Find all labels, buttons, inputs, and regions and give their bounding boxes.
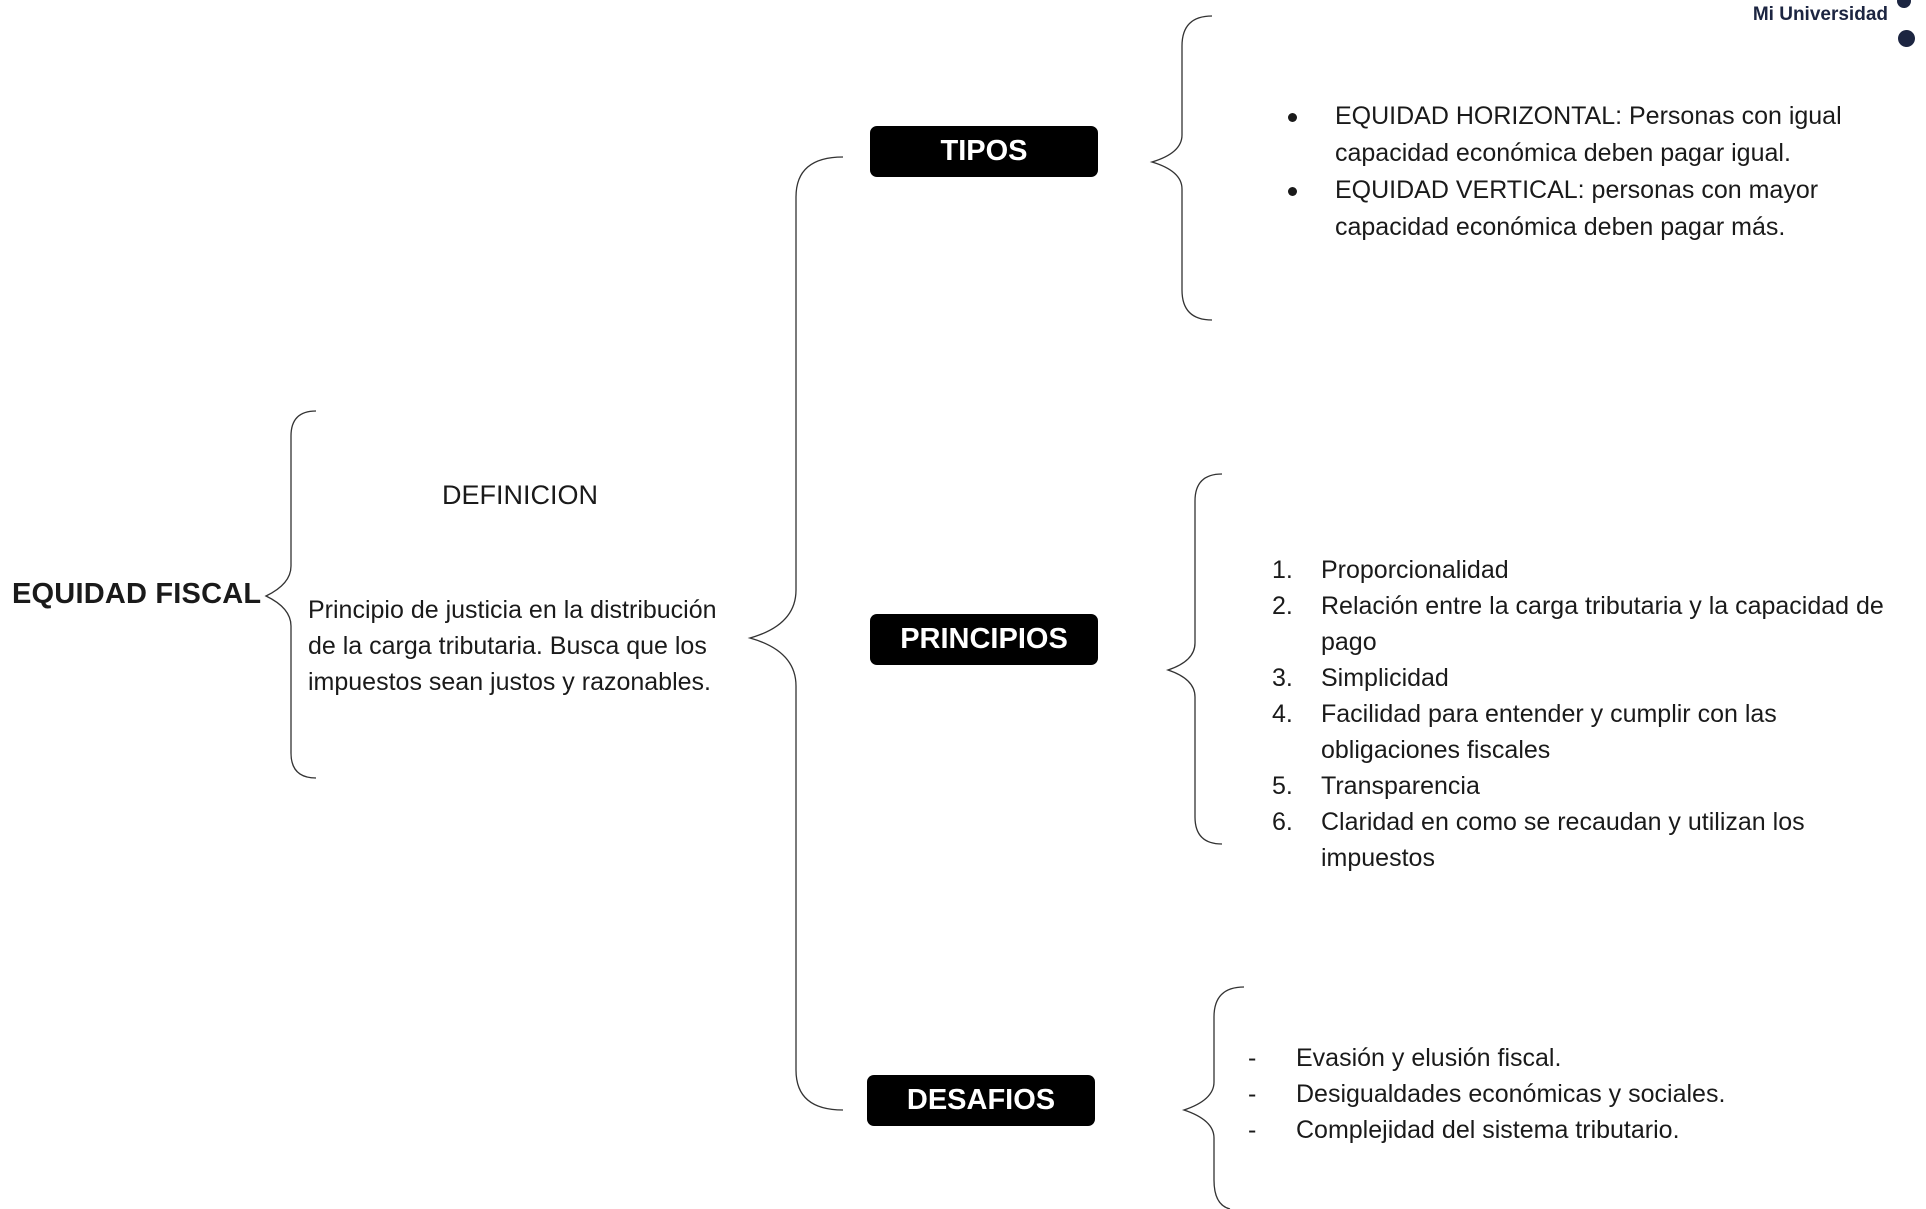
list-item: 2.Relación entre la carga tributaria y l…	[1272, 592, 1884, 656]
logo-text: Mi Universidad	[1752, 4, 1888, 25]
branch-label-tipos: TIPOS	[870, 126, 1098, 177]
branch-label-desafios: DESAFIOS	[867, 1075, 1095, 1126]
list-item: 6.Claridad en como se recaudan y utiliza…	[1272, 808, 1805, 872]
tipos-list: EQUIDAD HORIZONTAL: Personas con igual c…	[1283, 98, 1883, 246]
list-item: EQUIDAD VERTICAL: personas con mayor cap…	[1283, 172, 1883, 246]
branch-label-principios: PRINCIPIOS	[870, 614, 1098, 665]
brace-definition	[264, 410, 317, 779]
definition-text: Principio de justicia en la distribución…	[308, 596, 717, 696]
main-title: EQUIDAD FISCAL	[12, 578, 262, 610]
list-item: Evasión y elusión fiscal.	[1247, 1040, 1887, 1076]
list-item: 3.Simplicidad	[1272, 664, 1449, 692]
list-item: Desigualdades económicas y sociales.	[1247, 1076, 1887, 1112]
principios-list: 1.Proporcionalidad 2.Relación entre la c…	[1272, 552, 1924, 876]
desafios-list: Evasión y elusión fiscal. Desigualdades …	[1247, 1040, 1887, 1148]
logo-dot-bottom	[1898, 30, 1915, 47]
brace-desafios-path	[1181, 986, 1245, 1209]
brace-branches	[747, 156, 844, 1111]
logo-dot-top	[1897, 0, 1911, 8]
list-item: 5.Transparencia	[1272, 772, 1480, 800]
list-item: Complejidad del sistema tributario.	[1247, 1112, 1887, 1148]
list-item: 1.Proporcionalidad	[1272, 556, 1509, 584]
list-item: 4.Facilidad para entender y cumplir con …	[1272, 700, 1777, 764]
list-item: EQUIDAD HORIZONTAL: Personas con igual c…	[1283, 98, 1883, 172]
brace-tipos	[1149, 15, 1213, 321]
brace-principios	[1165, 473, 1223, 845]
definition-heading: DEFINICION	[441, 480, 598, 510]
